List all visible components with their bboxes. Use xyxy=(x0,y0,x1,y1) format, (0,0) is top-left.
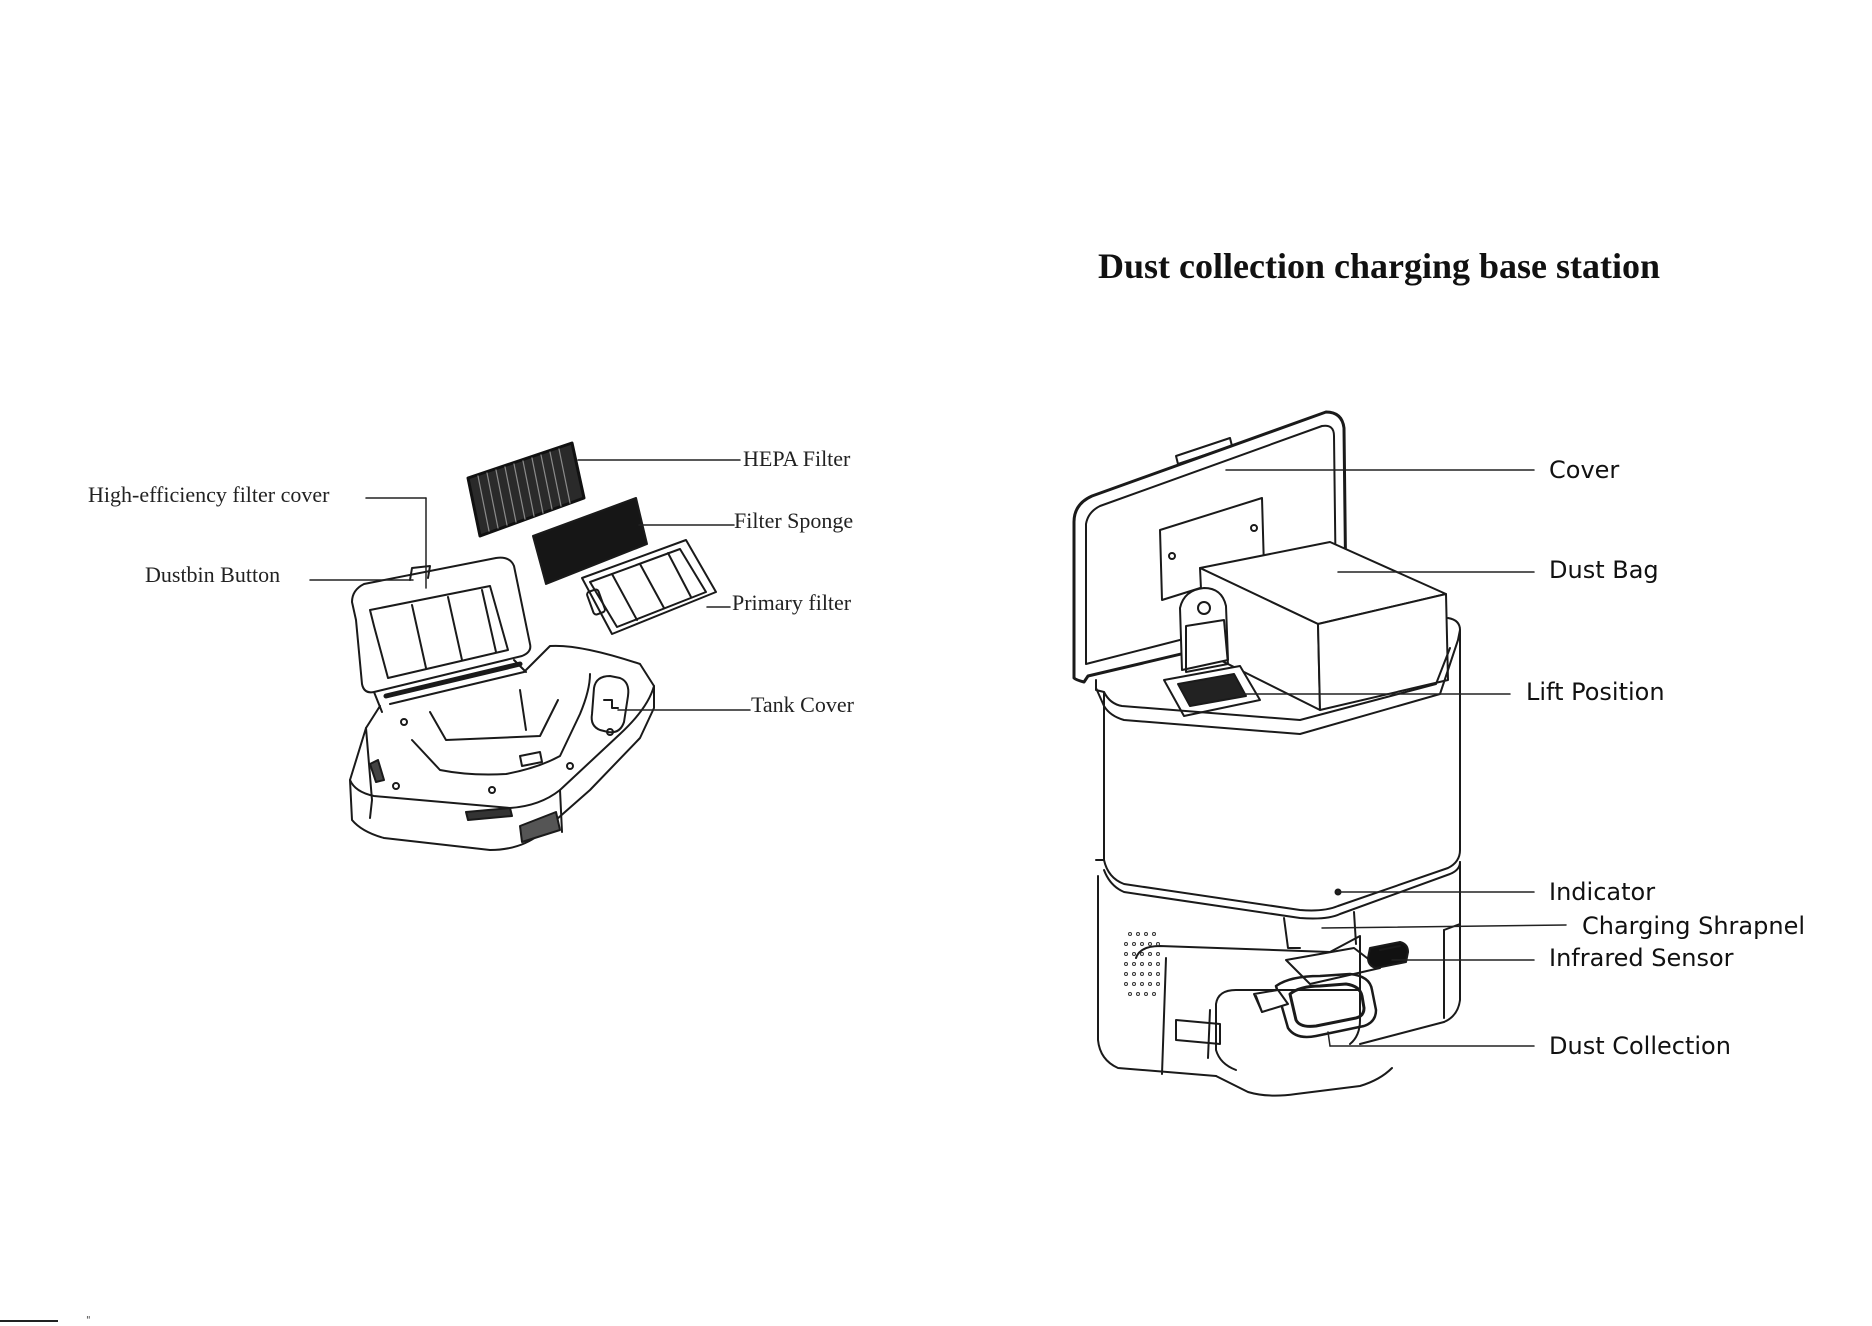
label-dust-collection: Dust Collection xyxy=(1549,1034,1731,1058)
vent-grille-icon xyxy=(1125,933,1160,996)
label-filter-sponge: Filter Sponge xyxy=(734,510,853,532)
label-dust-bag: Dust Bag xyxy=(1549,558,1659,582)
charging-shrapnel-icon xyxy=(1284,912,1380,984)
label-tank-cover: Tank Cover xyxy=(751,694,854,716)
label-indicator: Indicator xyxy=(1549,880,1655,904)
label-primary-filter: Primary filter xyxy=(732,592,851,614)
label-high-efficiency-filter-cover: High-efficiency filter cover xyxy=(88,484,329,506)
infrared-sensor-icon xyxy=(1368,942,1408,968)
label-charging-shrapnel: Charging Shrapnel xyxy=(1582,914,1805,938)
label-cover: Cover xyxy=(1549,458,1619,482)
label-lift-position: Lift Position xyxy=(1526,680,1665,704)
label-dustbin-button: Dustbin Button xyxy=(145,564,280,586)
label-infrared-sensor: Infrared Sensor xyxy=(1549,946,1734,970)
footer-mark: " xyxy=(86,1316,91,1326)
page-title: Dust collection charging base station xyxy=(1098,248,1660,284)
label-hepa-filter: HEPA Filter xyxy=(743,448,850,470)
footer-rule xyxy=(0,1320,58,1322)
